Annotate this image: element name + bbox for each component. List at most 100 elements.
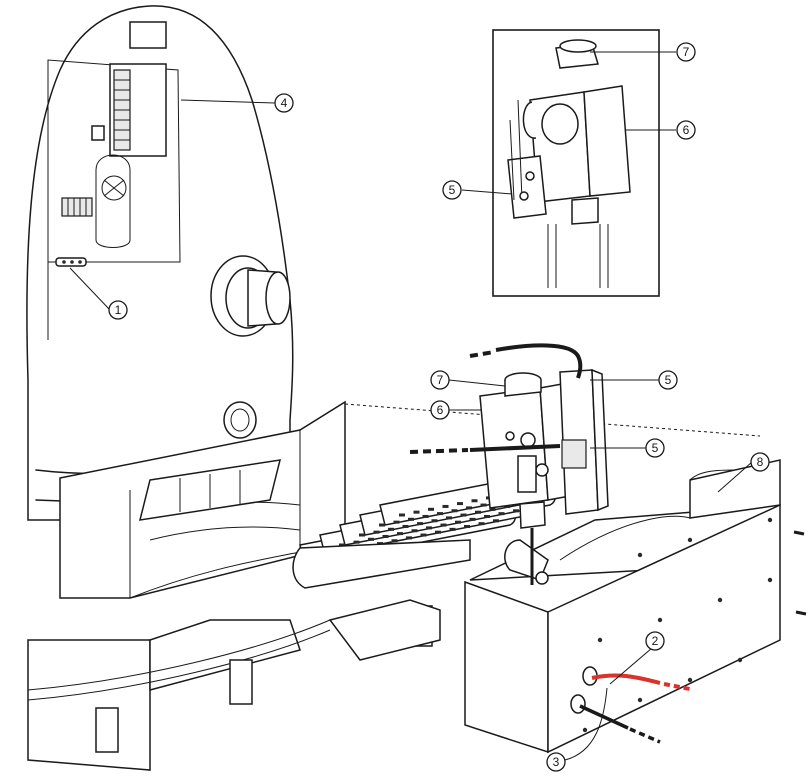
box-screw [737, 657, 743, 663]
callout-5-top: 5 [658, 370, 678, 390]
burner-port [411, 529, 418, 533]
burner-port [493, 519, 499, 523]
box-screw [597, 637, 603, 643]
valve-regulator [517, 455, 537, 493]
callout-7-inset-label: 7 [683, 45, 690, 59]
inset-detail [492, 29, 660, 297]
black-wire [579, 704, 629, 730]
callout-1-label: 1 [115, 303, 122, 317]
burner-port [402, 524, 409, 528]
electronic-control-board [55, 21, 167, 267]
red-wire-dashed [663, 682, 691, 691]
burner-port [464, 525, 470, 528]
burner-port [417, 522, 423, 526]
callout-5-inset-label: 5 [449, 183, 456, 197]
box-screw [687, 537, 693, 543]
burner-port [455, 520, 461, 524]
callout-5-mid-label: 5 [652, 441, 659, 455]
burner-port [353, 540, 360, 544]
tank-lower-port [223, 401, 257, 439]
combustion-opening [59, 400, 346, 599]
box-screws [582, 517, 773, 733]
burner-port [359, 533, 365, 537]
burner-port [399, 513, 405, 517]
burner-port [442, 504, 449, 508]
terminal-block [61, 197, 93, 217]
callout-6-label: 6 [437, 403, 444, 417]
burner-port [391, 539, 398, 543]
callout-1: 1 [108, 300, 128, 320]
burner-port [397, 532, 403, 536]
callout-7-label: 7 [437, 373, 444, 387]
callout-6: 6 [430, 400, 450, 420]
burner-port [426, 526, 432, 530]
combustion-chamber-box [464, 459, 781, 754]
callout-3: 3 [546, 752, 566, 772]
loose-screws [793, 530, 807, 616]
box-screw [637, 697, 643, 703]
board-relay [129, 21, 167, 49]
burner-port [382, 534, 389, 538]
burner-port [498, 512, 505, 516]
callout-3-label: 3 [553, 755, 560, 769]
water-heater-tank [26, 5, 441, 771]
box-screw [767, 577, 773, 583]
burner-port [457, 502, 463, 506]
valve-connector [561, 439, 587, 469]
burner-port [406, 536, 412, 540]
box-screw [687, 677, 693, 683]
callout-2-label: 2 [652, 634, 659, 648]
valve-cable-mid [469, 444, 561, 452]
callout-8: 8 [750, 452, 770, 472]
burner-port [489, 507, 496, 511]
burner-port [379, 523, 385, 527]
gas-valve [409, 343, 609, 585]
box-screw [637, 552, 643, 558]
callout-5-mid: 5 [645, 438, 665, 458]
burner-port [413, 510, 420, 514]
callout-6-inset-label: 6 [683, 123, 690, 137]
burner-port [466, 506, 472, 510]
burner-port [478, 522, 485, 526]
box-screw [767, 517, 773, 523]
tank-foot-front [95, 707, 119, 753]
burner-port [388, 527, 394, 531]
burner-port [480, 503, 487, 507]
burner-port [440, 523, 447, 527]
callout-5-inset: 5 [442, 180, 462, 200]
callout-7: 7 [430, 370, 450, 390]
burner-port [451, 509, 458, 513]
black-wire-dashed [629, 727, 661, 744]
callout-6-inset: 6 [676, 120, 696, 140]
burner-port [513, 509, 519, 513]
wire-harness [579, 673, 691, 744]
burner-port [437, 512, 443, 516]
burner-port [408, 517, 414, 521]
burner-port [484, 515, 490, 518]
callout-4: 4 [274, 93, 294, 113]
tank-foot-mid [229, 659, 253, 705]
burner-port [393, 520, 400, 524]
wire-grommet-lower [570, 694, 586, 714]
burner-port [368, 537, 374, 541]
box-screw [657, 617, 663, 623]
tank-pipe-fitting [210, 255, 291, 337]
red-wire [591, 673, 661, 685]
burner-port [435, 530, 441, 534]
callout-5-top-label: 5 [665, 373, 672, 387]
box-screw [582, 727, 588, 733]
sensor-port [101, 175, 127, 201]
burner-port [373, 530, 380, 534]
burner-port [471, 499, 478, 503]
burner-port [428, 507, 434, 511]
burner-port [420, 533, 427, 537]
burner-port [446, 516, 452, 520]
valve-cable-top [495, 343, 583, 379]
burner-port [469, 517, 476, 521]
loose-screw [795, 610, 807, 616]
burner-port [475, 510, 481, 514]
burner-port [431, 519, 438, 523]
callout-2: 2 [645, 631, 665, 651]
